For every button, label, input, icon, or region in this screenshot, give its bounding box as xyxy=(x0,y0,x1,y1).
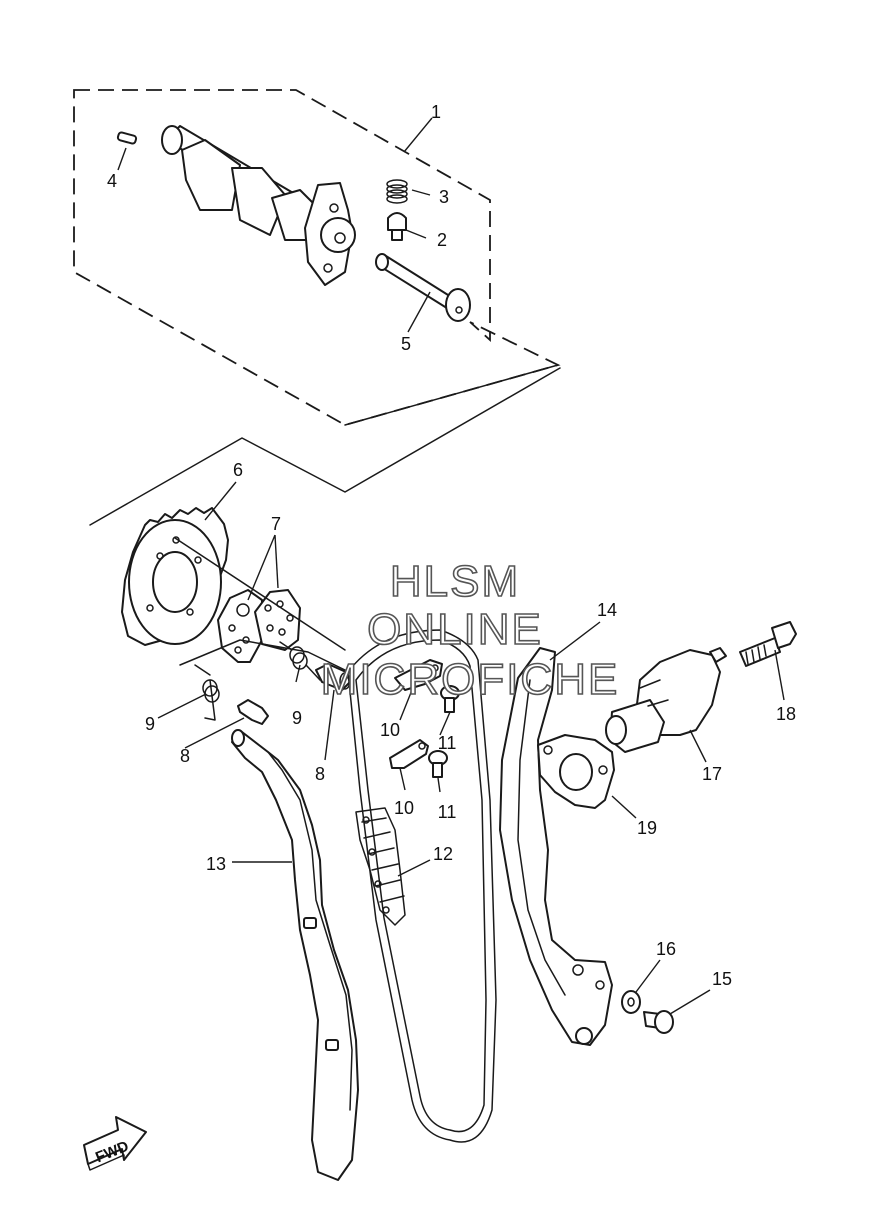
watermark-line-2: ONLINE xyxy=(367,605,543,654)
torsion-spring-left xyxy=(194,664,220,721)
callout-11-lower: 11 xyxy=(438,802,457,822)
callout-labels: 1 2 3 4 5 6 7 8 8 9 9 10 10 11 11 12 13 … xyxy=(107,102,796,989)
decompressor-shaft xyxy=(375,253,471,322)
chain-stopper-lower xyxy=(389,739,429,769)
callout-1: 1 xyxy=(431,102,441,122)
callout-15: 15 xyxy=(712,969,732,989)
assembly-connector-line xyxy=(344,364,559,426)
decompressor-pin xyxy=(387,212,407,241)
decompressor-plates xyxy=(217,589,301,663)
watermark: HLSM ONLINE MICROFICHE xyxy=(320,556,620,705)
tensioner-gasket xyxy=(537,734,615,809)
sprocket-connector-line xyxy=(89,367,561,526)
callout-17: 17 xyxy=(702,764,722,784)
decompressor-spring xyxy=(386,179,408,204)
chain-link-segment xyxy=(355,807,406,926)
callout-3: 3 xyxy=(439,187,449,207)
callout-12: 12 xyxy=(433,844,453,864)
callout-9-right: 9 xyxy=(292,708,302,728)
callout-14: 14 xyxy=(597,600,617,620)
callout-7: 7 xyxy=(271,514,281,534)
callout-4: 4 xyxy=(107,171,117,191)
timing-chain xyxy=(347,629,497,1143)
callout-11-upper: 11 xyxy=(438,733,457,753)
tensioner-bolt xyxy=(739,621,797,667)
callout-10-lower: 10 xyxy=(394,798,414,818)
chain-guide-left xyxy=(231,729,359,1181)
leader-lines xyxy=(117,117,785,1015)
callout-10-upper: 10 xyxy=(380,720,400,740)
washer xyxy=(621,990,641,1014)
torsion-spring-right xyxy=(279,641,321,681)
dowel-pin xyxy=(116,131,138,145)
pin-left xyxy=(237,699,269,725)
callout-13: 13 xyxy=(206,854,226,874)
bracket-line xyxy=(179,639,346,671)
callout-2: 2 xyxy=(437,230,447,250)
watermark-line-1: HLSM xyxy=(390,557,520,606)
guide-bolt xyxy=(643,1010,674,1034)
stopper-bolt-lower xyxy=(428,750,448,778)
cam-sprocket xyxy=(121,507,229,646)
plate-axis-line xyxy=(174,537,346,651)
callout-8-left: 8 xyxy=(180,746,190,766)
watermark-line-3: MICROFICHE xyxy=(321,655,620,704)
camshaft-assembly-outline xyxy=(73,89,561,426)
chain-stopper-upper xyxy=(394,659,443,691)
callout-8-right: 8 xyxy=(315,764,325,784)
callout-6: 6 xyxy=(233,460,243,480)
chain-guide-right xyxy=(499,647,613,1046)
callout-18: 18 xyxy=(776,704,796,724)
cam-chain-tensioner xyxy=(605,647,727,753)
callout-5: 5 xyxy=(401,334,411,354)
callout-9-left: 9 xyxy=(145,714,155,734)
callout-16: 16 xyxy=(656,939,676,959)
forward-arrow-icon: FWD xyxy=(83,1116,147,1171)
callout-19: 19 xyxy=(637,818,657,838)
pin-right xyxy=(315,663,351,691)
camshaft xyxy=(161,125,356,286)
